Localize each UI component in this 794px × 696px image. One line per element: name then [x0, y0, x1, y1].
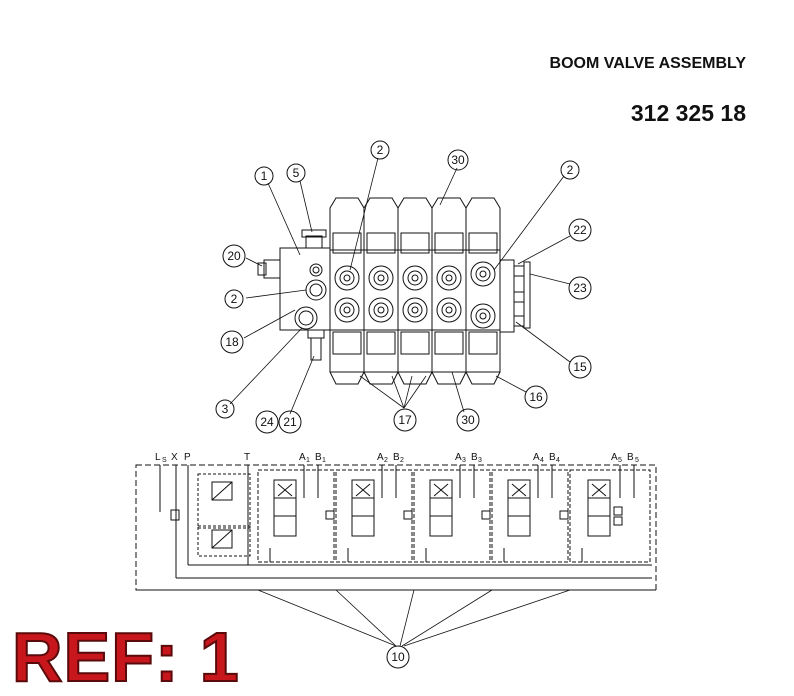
- port-a2-sub: 2: [384, 457, 388, 464]
- callout-label-22: 22: [573, 223, 587, 237]
- callout-label-23: 23: [573, 281, 587, 295]
- callout-18: [220, 330, 244, 354]
- schematic-section-2: [335, 465, 413, 563]
- port-a2: A: [377, 452, 384, 463]
- port-relief: [305, 279, 327, 301]
- fitting-top-cap: [301, 229, 327, 238]
- callout-16: [524, 385, 548, 409]
- fitting-bottom: [307, 329, 325, 339]
- fitting-left-cap: [257, 262, 267, 276]
- section-2: [363, 197, 399, 385]
- callout-5: [286, 163, 306, 183]
- callout-22: [568, 218, 592, 242]
- port-b2-sub: 2: [400, 457, 404, 464]
- callout-3: [215, 399, 235, 419]
- section-4: [431, 197, 467, 385]
- port-a5-sub: 5: [618, 457, 622, 464]
- callout-label-3: 3: [222, 402, 229, 416]
- schematic-section-3: [413, 465, 491, 563]
- inlet-block: [279, 247, 331, 331]
- callout-label-1: 1: [261, 169, 268, 183]
- callout-1: [254, 166, 274, 186]
- outlet-block: [499, 259, 515, 333]
- callout-30-top: [447, 149, 469, 171]
- callout-30-bottom: [456, 408, 480, 432]
- port-b3: B: [471, 452, 478, 463]
- port-a1: A: [299, 452, 306, 463]
- port-p: P: [184, 452, 191, 463]
- port-a3: A: [455, 452, 462, 463]
- callout-23: [568, 276, 592, 300]
- port-b1-sub: 1: [322, 457, 326, 464]
- port-a4: A: [533, 452, 540, 463]
- ref-label: REF: 1: [11, 618, 240, 696]
- port-t: T: [244, 452, 250, 463]
- callout-20: [222, 244, 246, 268]
- leader-lines: [229, 157, 571, 415]
- port-a1-sub: 1: [306, 457, 310, 464]
- callout-label-21: 21: [283, 415, 297, 429]
- callout-label-2-left: 2: [231, 292, 238, 306]
- hydraulic-schematic: [135, 464, 657, 647]
- port-a4-sub: 4: [540, 457, 544, 464]
- port-b1: B: [315, 452, 322, 463]
- callout-label-30-top: 30: [451, 153, 465, 167]
- callout-2-left: [224, 289, 244, 309]
- callout-label-16: 16: [529, 390, 543, 404]
- port-b5-sub: 5: [635, 457, 639, 464]
- callout-2-right: [560, 160, 580, 180]
- callout-17: [393, 408, 417, 432]
- callout-label-18: 18: [225, 335, 239, 349]
- callout-label-2-right: 2: [567, 163, 574, 177]
- port-b4-sub: 4: [556, 457, 560, 464]
- port-p: [294, 306, 318, 330]
- port-small: [309, 263, 323, 277]
- section-1: [329, 197, 365, 385]
- port-x: X: [171, 452, 178, 463]
- fitting-left: [263, 259, 281, 279]
- port-b2: B: [393, 452, 400, 463]
- section-3: [397, 197, 433, 385]
- callout-label-20: 20: [227, 249, 241, 263]
- fitting-bottom-body: [310, 337, 322, 361]
- callout-label-10: 10: [391, 650, 405, 664]
- callout-label-2-top: 2: [377, 143, 384, 157]
- port-labels: L S X P T A 1 B 1 A 2 B 2 A 3 B 3 A 4 B …: [155, 452, 639, 464]
- callout-label-24: 24: [260, 415, 274, 429]
- callout-circles: [215, 140, 592, 669]
- callout-label-17: 17: [398, 413, 412, 427]
- callout-2-top: [370, 140, 390, 160]
- section-5: [465, 197, 501, 385]
- callout-labels: 1 5 2 30 2 20 22 23 2 18 15 3 16 24 21 1…: [222, 143, 587, 664]
- callout-label-15: 15: [573, 360, 587, 374]
- schematic-section-1: [257, 465, 335, 563]
- schematic-section-5: [569, 465, 651, 563]
- port-a5: A: [611, 452, 618, 463]
- drawing-title: BOOM VALVE ASSEMBLY: [549, 55, 746, 72]
- schematic-section-4: [491, 465, 569, 563]
- part-number: 312 325 18: [630, 100, 746, 126]
- port-b3-sub: 3: [478, 457, 482, 464]
- callout-21: [278, 410, 302, 434]
- valve-sections: [329, 197, 501, 385]
- port-ls-sub: S: [162, 457, 167, 464]
- callout-label-30-bottom: 30: [461, 413, 475, 427]
- callout-10: [386, 645, 410, 669]
- port-ls: L: [155, 452, 161, 463]
- port-b4: B: [549, 452, 556, 463]
- callout-15: [568, 355, 592, 379]
- callout-24: [255, 410, 279, 434]
- port-b5: B: [627, 452, 634, 463]
- fitting-top: [305, 235, 323, 249]
- port-a3-sub: 3: [462, 457, 466, 464]
- callout-label-5: 5: [293, 166, 300, 180]
